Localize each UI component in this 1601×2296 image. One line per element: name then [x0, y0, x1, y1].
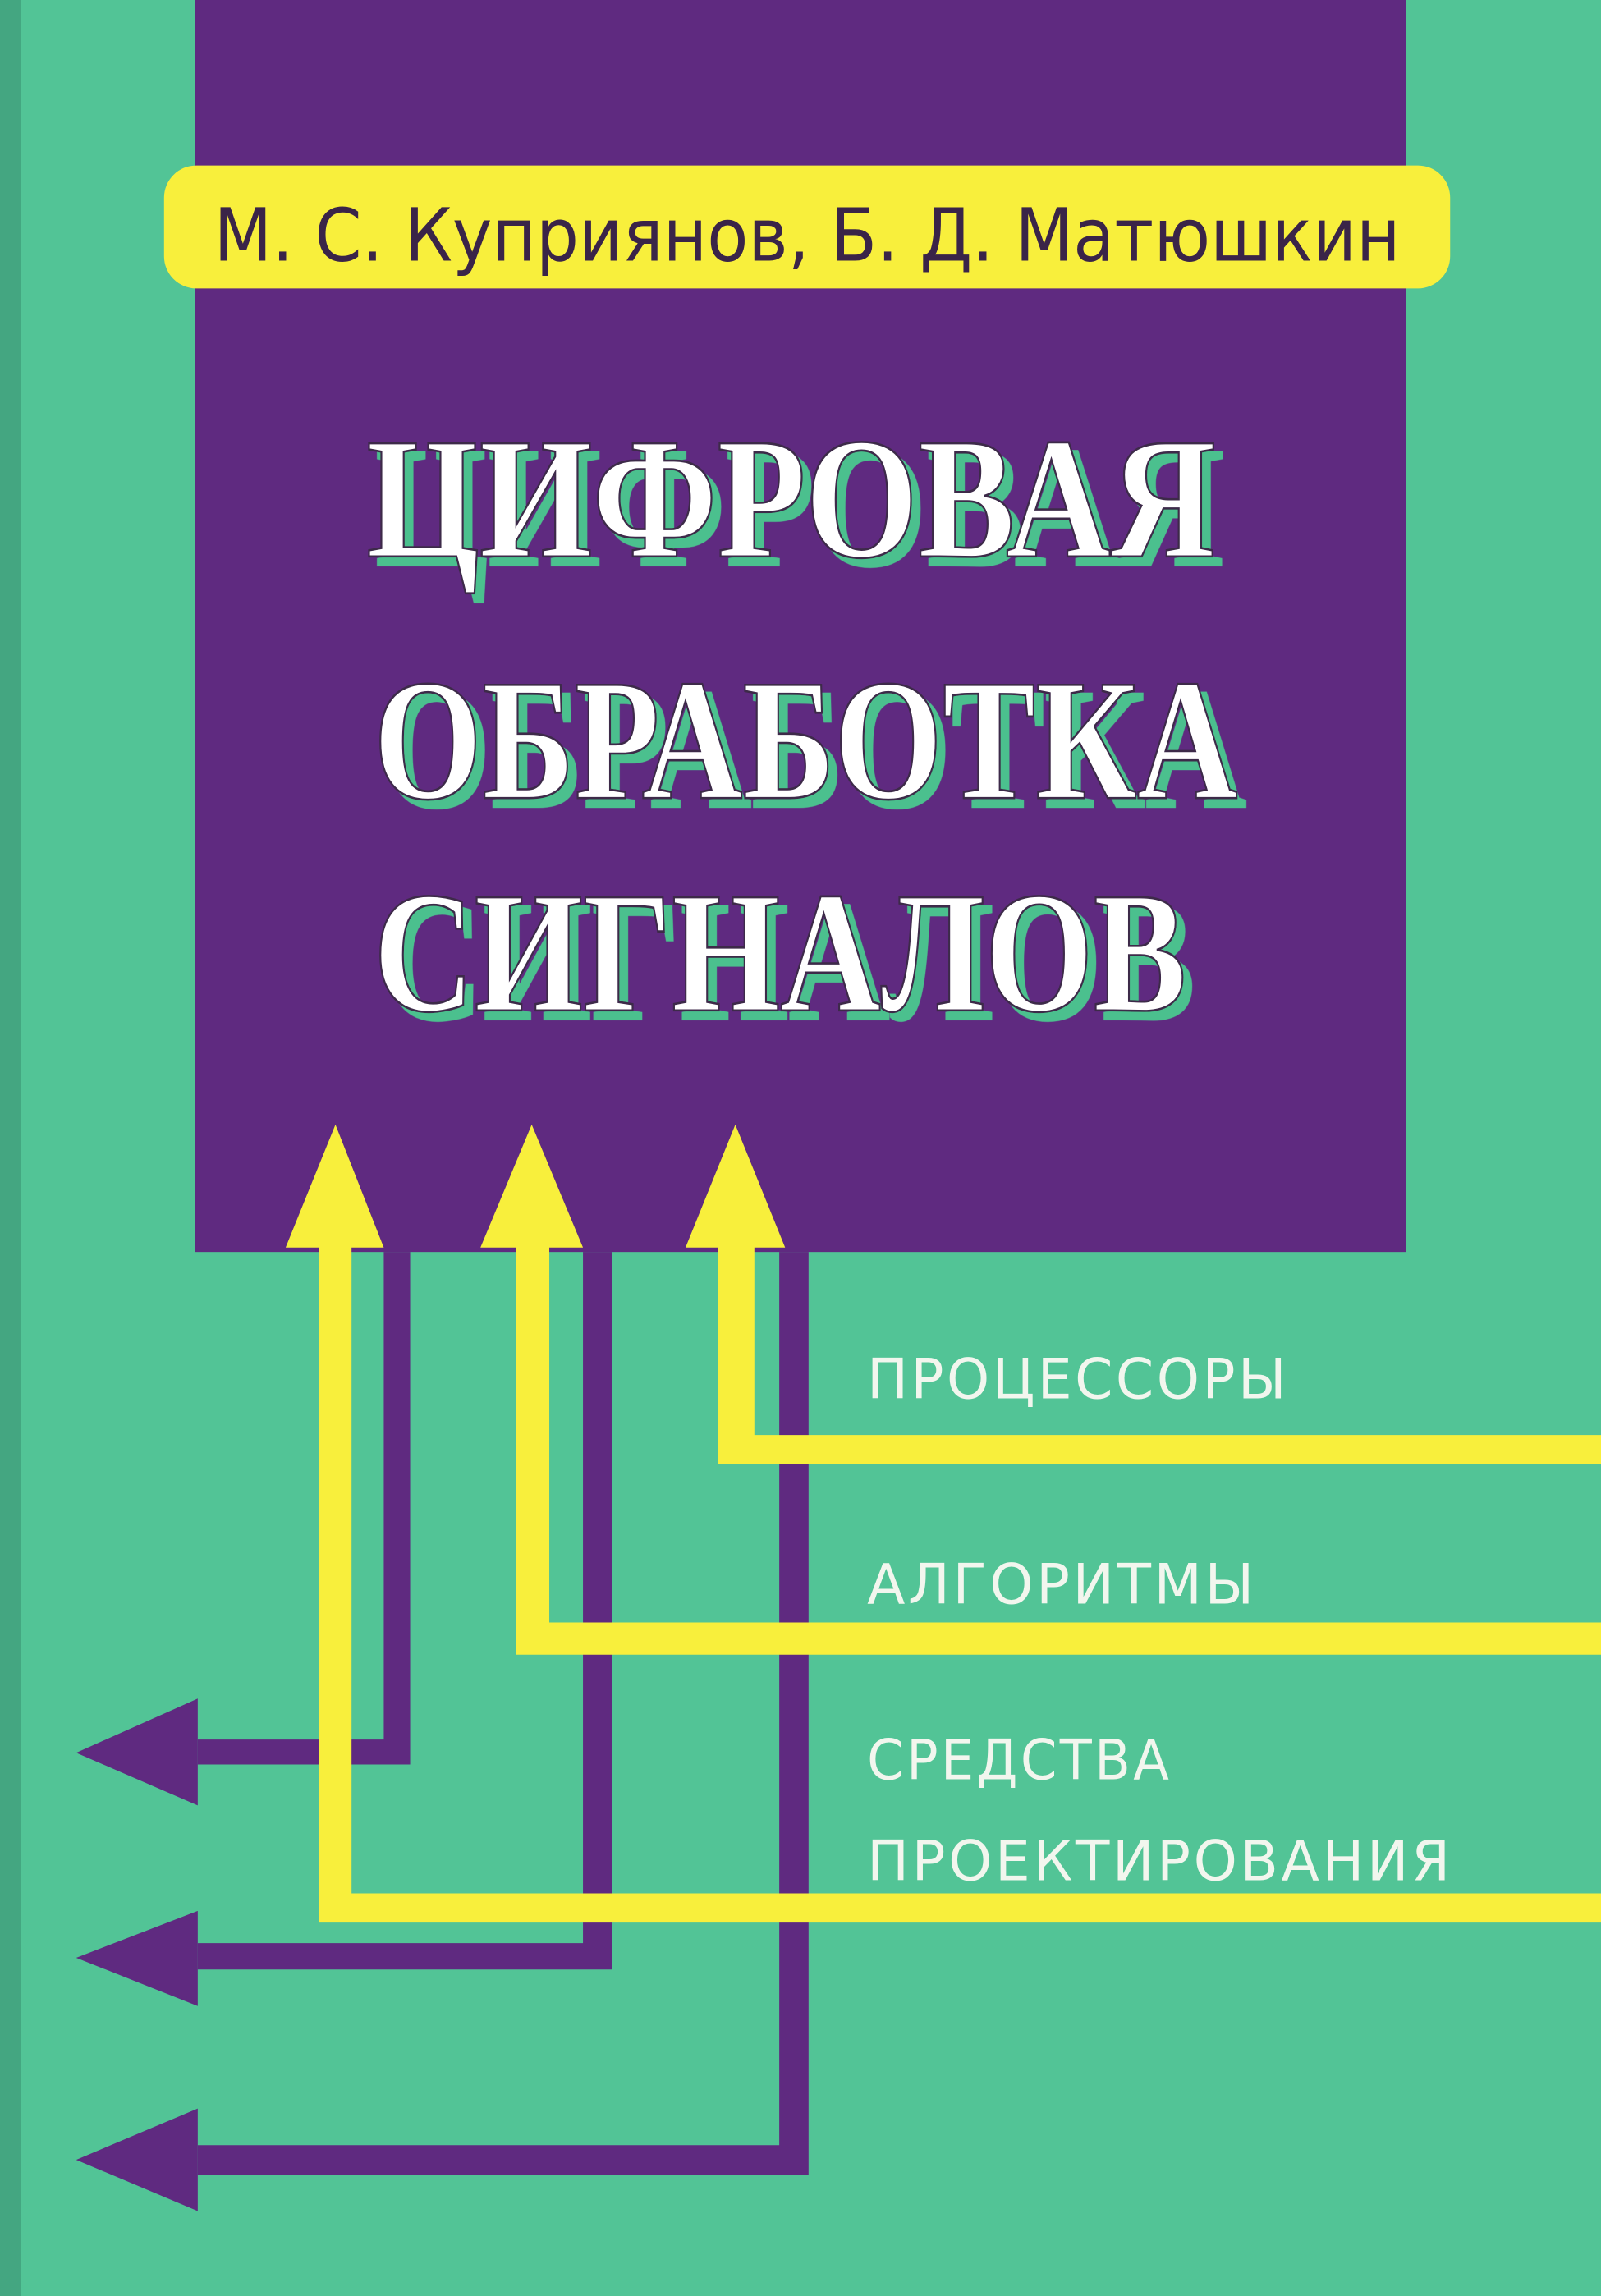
title-line-3: СИГНАЛОВ [374, 856, 1186, 1048]
title-line-1: ЦИФРОВАЯ [366, 402, 1216, 594]
arrow-left-icon [76, 1910, 198, 2006]
arrow-up-icon [685, 1124, 786, 1248]
yellow-arrow-3 [718, 1244, 1601, 1464]
topic-design-tools-1: СРЕДСТВА [867, 1727, 1172, 1792]
topic-design-tools-2: ПРОЕКТИРОВАНИЯ [867, 1828, 1453, 1893]
arrow-up-icon [480, 1124, 584, 1248]
arrow-left-icon [76, 2108, 198, 2211]
title-line-2: ОБРАБОТКА [374, 644, 1238, 836]
arrow-left-icon [76, 1698, 198, 1806]
purple-arrow-1 [197, 1252, 411, 1765]
author-banner [163, 165, 1451, 289]
yellow-arrows [285, 1124, 1601, 1923]
purple-arrows [76, 1252, 809, 2211]
title: ЦИФРОВАЯ ОБРАБОТКА СИГНАЛОВ [365, 401, 1239, 1050]
cover-edge-left [0, 0, 21, 2296]
topic-algorithms: АЛГОРИТМЫ [867, 1551, 1257, 1616]
authors: М. С. Куприянов, Б. Д. Матюшкин [213, 194, 1400, 279]
topic-processors: ПРОЦЕССОРЫ [867, 1347, 1289, 1412]
arrow-up-icon [285, 1124, 384, 1248]
